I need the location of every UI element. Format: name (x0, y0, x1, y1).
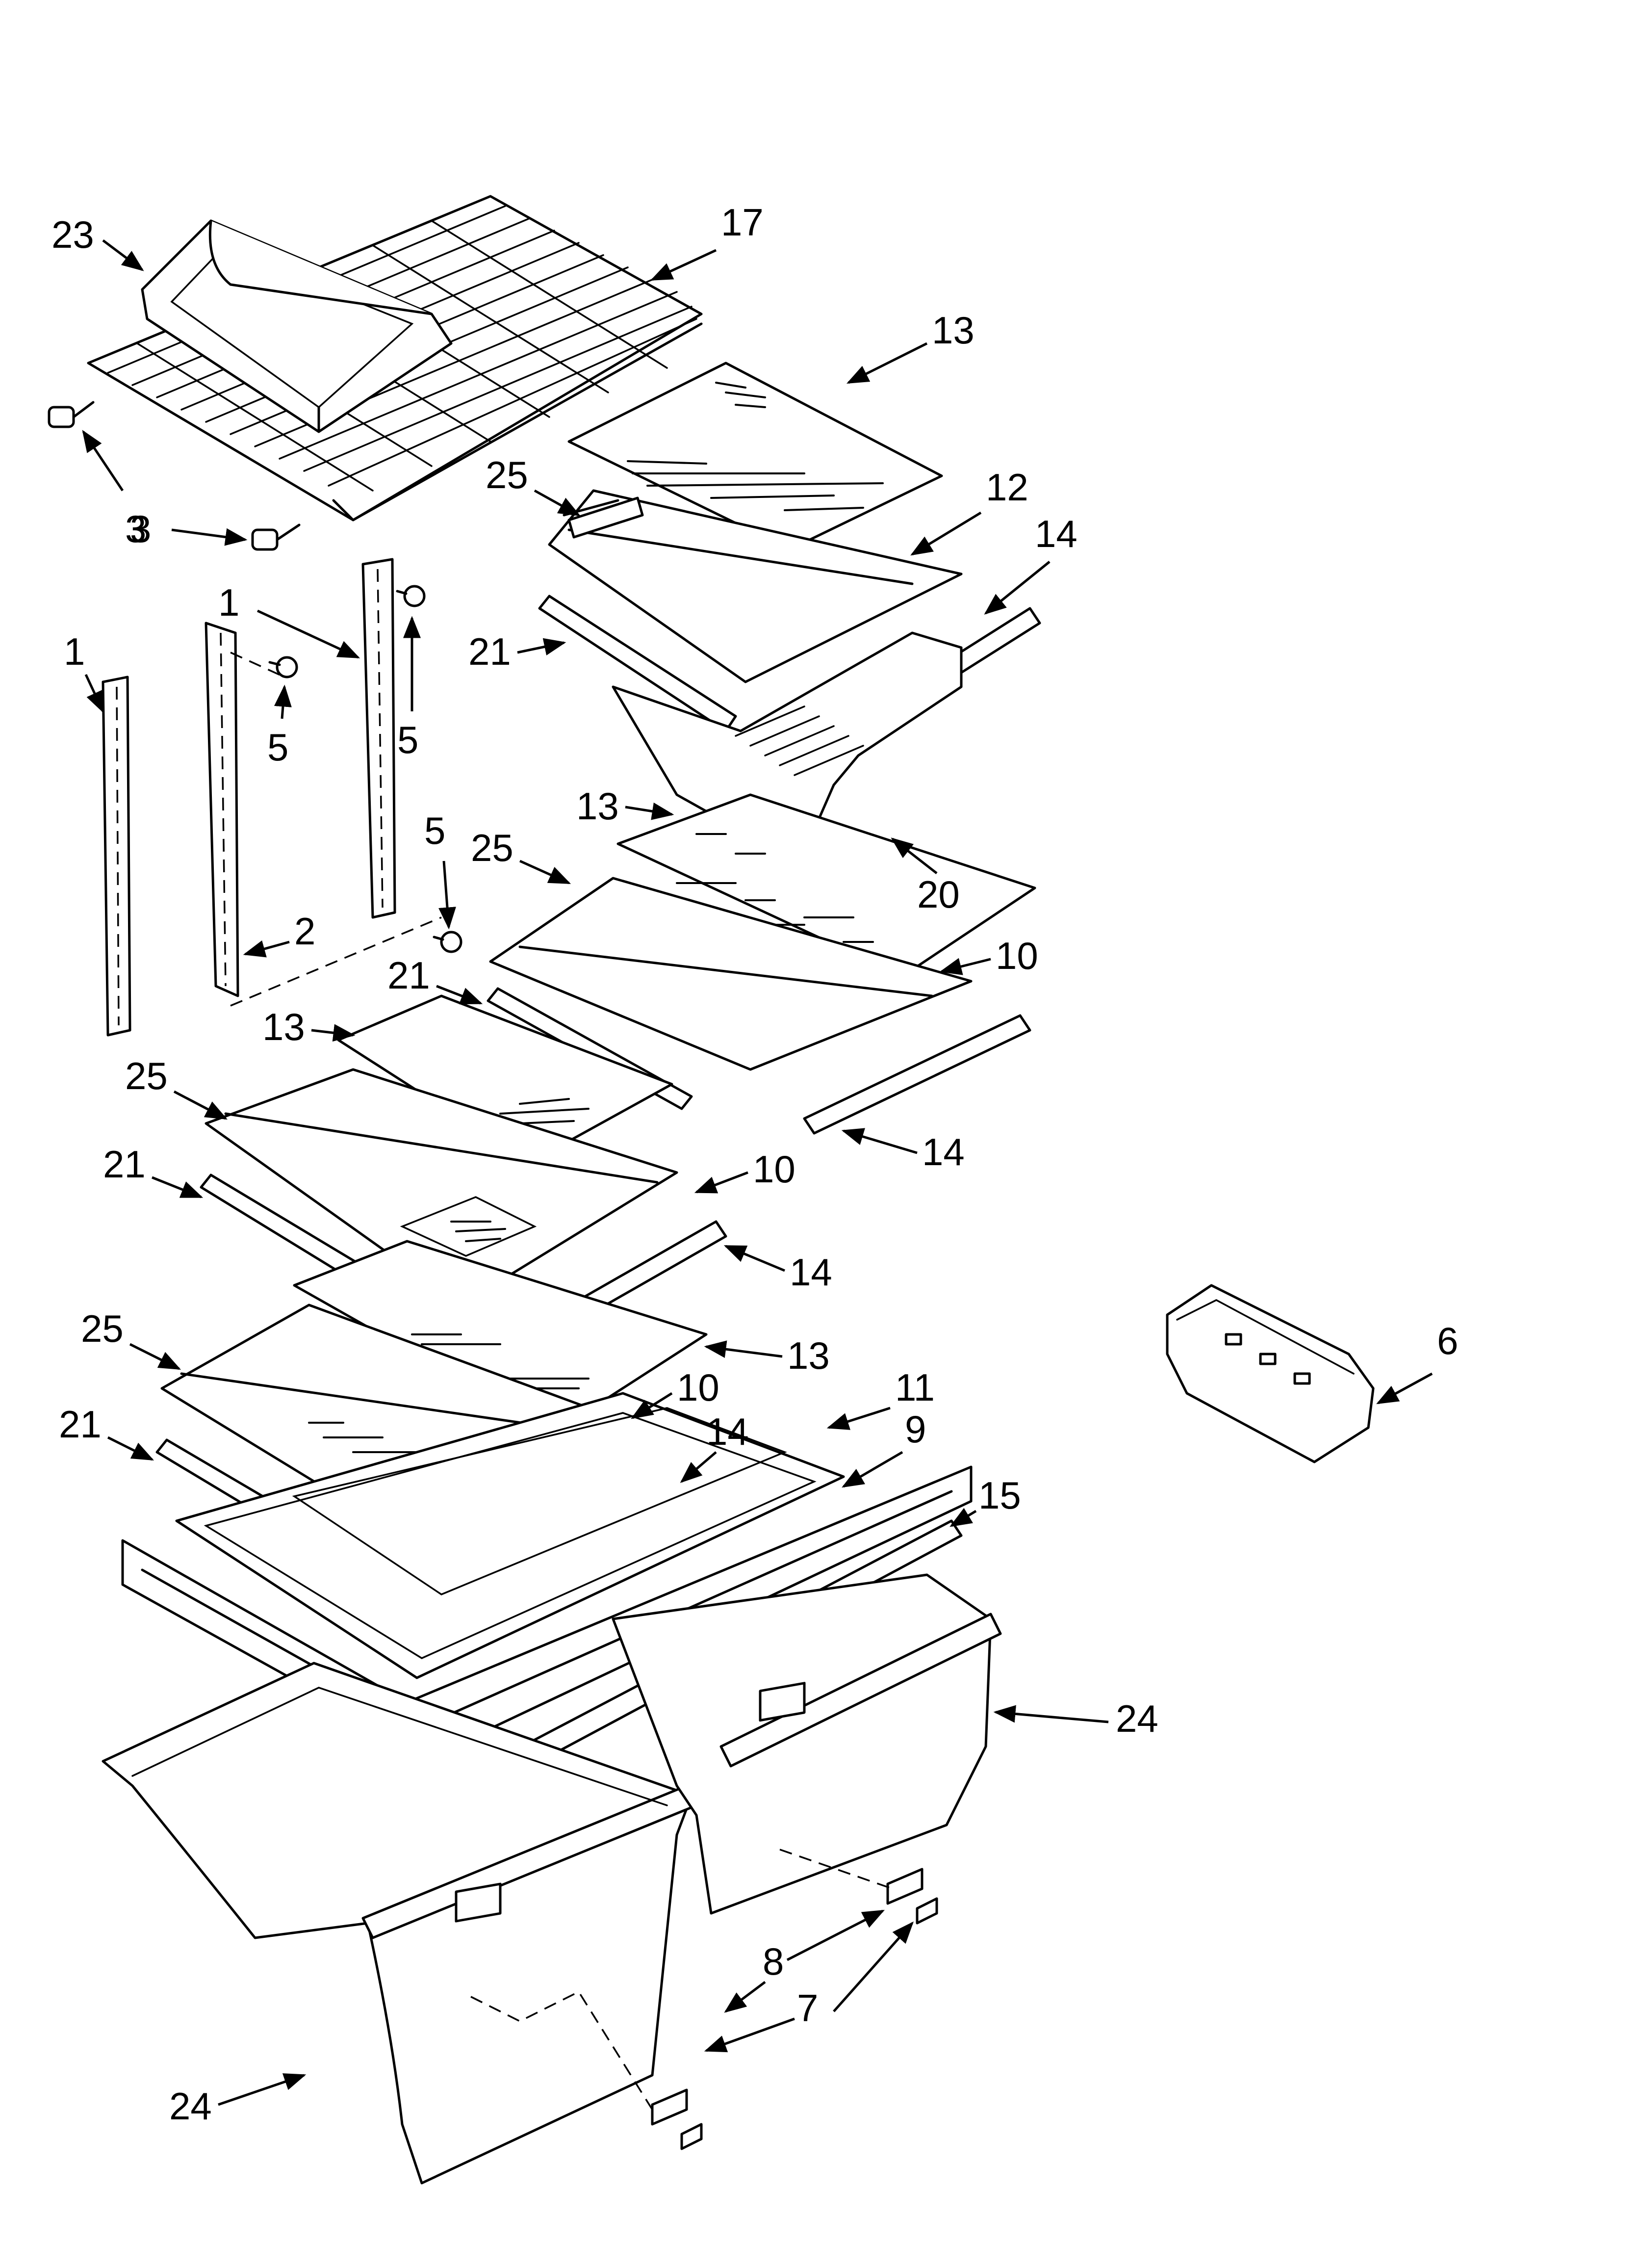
crisper-drawer-right (612, 1573, 1002, 1915)
callout-25d: 25 (81, 1307, 124, 1350)
crisper-drawer-left (102, 1662, 698, 2185)
callout-14c: 14 (790, 1251, 832, 1294)
callout-20: 20 (917, 873, 960, 916)
end-cap-right (251, 523, 301, 551)
shelf-front-trim-1 (538, 595, 737, 732)
callout-21: 21 (468, 630, 511, 673)
callout-14d: 14 (706, 1410, 749, 1453)
door-bin (1166, 1284, 1375, 1463)
callout-24b: 24 (169, 2085, 212, 2128)
clip-right (886, 1868, 938, 1925)
callout-15: 15 (978, 1474, 1021, 1517)
callout-2: 2 (294, 910, 315, 953)
callout-8: 8 (763, 1940, 784, 1983)
callout-25c: 25 (125, 1054, 168, 1097)
end-cap-left (48, 401, 95, 428)
glass-panel-2 (616, 793, 1036, 978)
shelf-rear-trim-2 (803, 1014, 1031, 1135)
callout-9: 9 (905, 1408, 926, 1451)
callout-10b: 10 (753, 1147, 795, 1191)
callout-6: 6 (1437, 1319, 1458, 1362)
callout-13c: 13 (262, 1005, 305, 1048)
callout-7: 7 (797, 1986, 818, 2030)
callout-13d: 13 (787, 1334, 830, 1377)
screw-2 (396, 585, 426, 607)
callout-17: 17 (721, 201, 764, 244)
ladder-rail-left (102, 676, 131, 1037)
callout-21d: 21 (59, 1403, 102, 1446)
callout-1b: 1 (64, 630, 85, 673)
callout-21c: 21 (103, 1143, 146, 1186)
callout-13: 13 (932, 309, 975, 352)
shelf-frame-3 (205, 1068, 678, 1306)
callout-14: 14 (1035, 512, 1078, 555)
callout-10: 10 (996, 934, 1038, 977)
callout-5: 5 (267, 726, 288, 769)
screw-3 (433, 931, 462, 953)
callout-14b: 14 (922, 1130, 965, 1173)
callout-21b: 21 (387, 954, 430, 997)
callouts: 23 17 13 3 3 25 12 14 1 1 21 5 5 13 25 2… (51, 201, 1458, 2128)
callout-24: 24 (1116, 1697, 1158, 1740)
shelf-bracket-1 (567, 496, 644, 539)
ladder-rail-right (361, 558, 396, 919)
callout-3b: 3 (125, 507, 146, 550)
clip-left (651, 2088, 703, 2150)
callout-11: 11 (895, 1366, 935, 1409)
screw-1 (268, 656, 298, 678)
callout-5c: 5 (424, 809, 445, 852)
callout-25b: 25 (471, 826, 513, 869)
shelf-bin (141, 219, 453, 433)
callout-3: 3 (130, 507, 151, 550)
callout-5b: 5 (397, 718, 418, 761)
ladder-rail-middle (205, 622, 239, 997)
callout-13b: 13 (576, 784, 619, 828)
glass-panel-1 (567, 362, 943, 551)
callout-25: 25 (486, 453, 528, 496)
callout-10c: 10 (677, 1366, 719, 1409)
shelf-frame-2 (489, 877, 973, 1071)
callout-1: 1 (218, 581, 239, 624)
callout-12: 12 (986, 466, 1028, 509)
callout-23: 23 (51, 213, 94, 256)
